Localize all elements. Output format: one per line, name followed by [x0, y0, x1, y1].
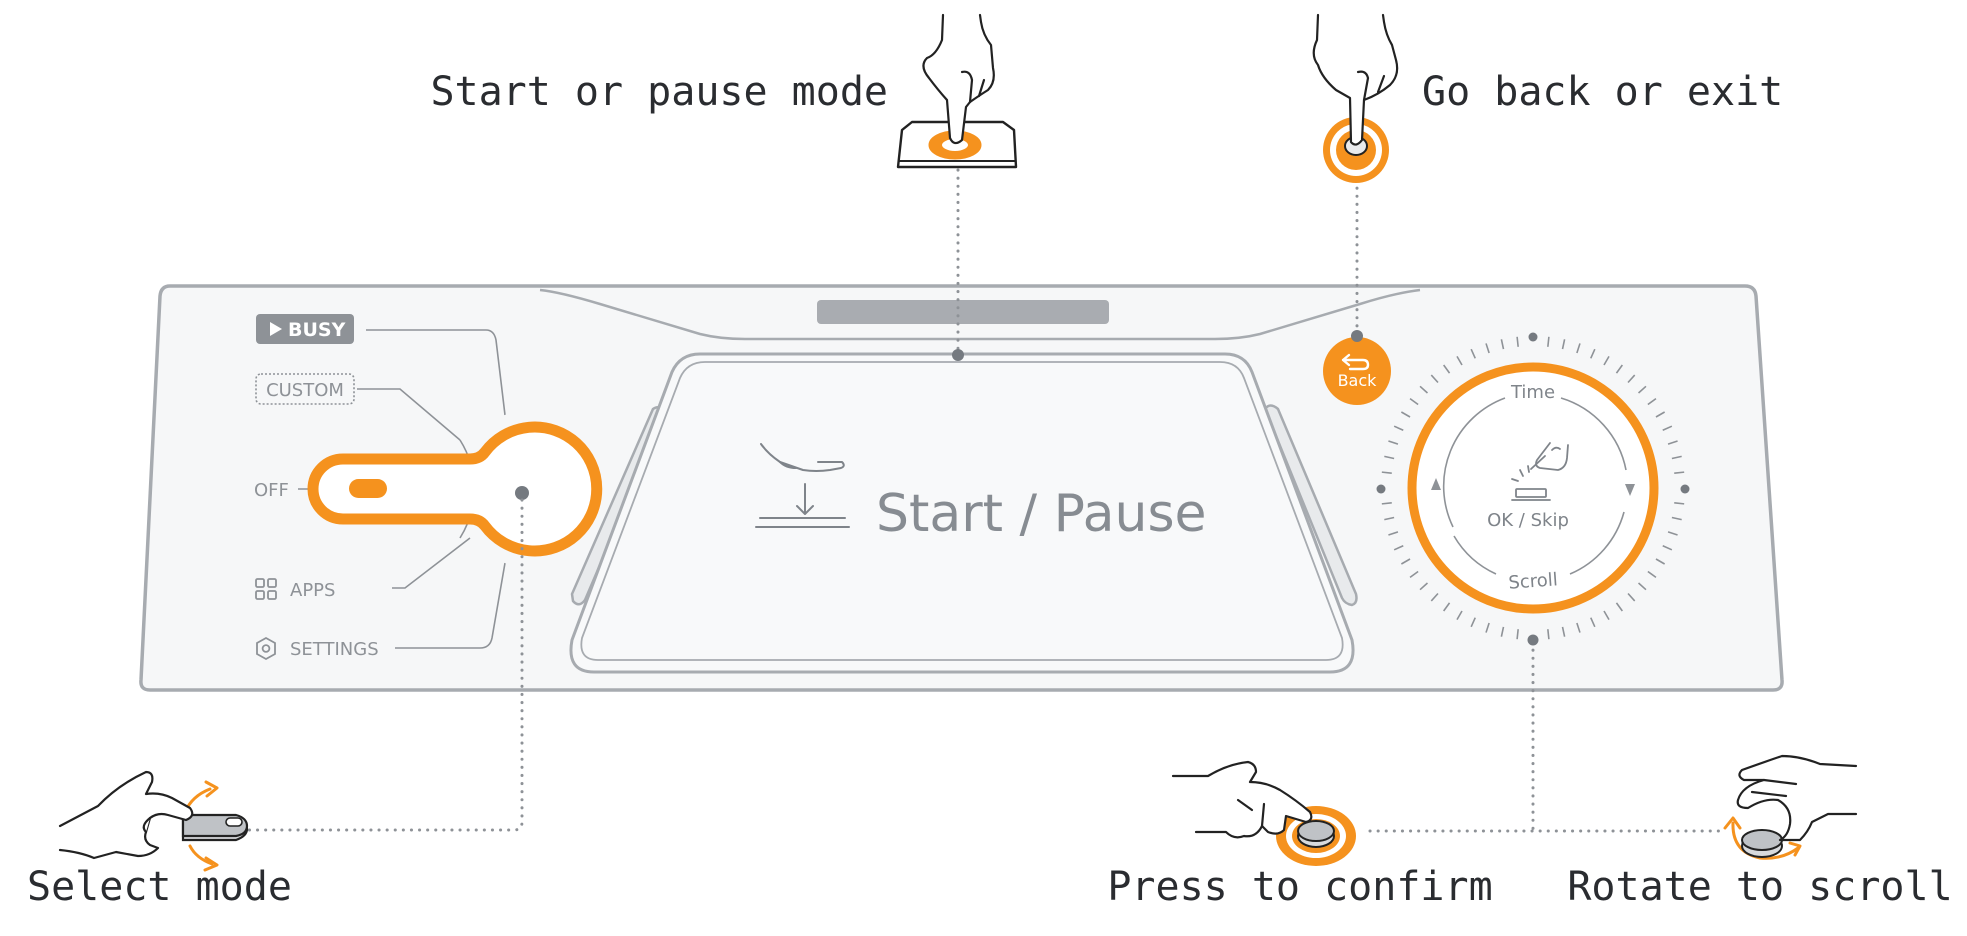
dial-tick [1671, 455, 1682, 460]
dial-tick [1388, 531, 1399, 536]
dial-tick [1590, 617, 1596, 628]
dial-tick [1500, 626, 1505, 637]
dial-time-label: Time [1510, 382, 1555, 403]
dial-tick [1561, 339, 1566, 350]
dial-tick [1674, 502, 1685, 505]
dial-tick [1637, 582, 1647, 591]
gear-icon [256, 636, 276, 661]
hand-tap-pad-icon [896, 13, 1018, 169]
dial-tick [1470, 617, 1476, 628]
custom-badge[interactable] [255, 373, 355, 405]
dial-tick [1443, 602, 1451, 612]
dial-tick [1485, 622, 1490, 633]
dial-tick [1655, 411, 1666, 418]
callout-back: Go back or exit [1312, 13, 1783, 183]
dial-tick [1393, 545, 1404, 551]
play-icon [270, 322, 282, 336]
dial-tick [1627, 592, 1636, 602]
dial-tick [1485, 343, 1490, 354]
start-pause-pad[interactable]: Start / Pause [569, 352, 1358, 674]
dial-tick [1430, 374, 1439, 384]
dial-scroll-label: Scroll [1508, 569, 1559, 593]
dial-tick [1384, 516, 1395, 521]
mode-settings-label: SETTINGS [290, 639, 379, 660]
dial-tick [1671, 516, 1682, 521]
dial-tick [1419, 385, 1429, 394]
callout-press-confirm: Press to confirm [1107, 760, 1493, 910]
dial-tick [1547, 629, 1550, 640]
dial-tick [1576, 622, 1581, 633]
dial-tick [1615, 602, 1623, 612]
finger-press-icon [1511, 442, 1569, 501]
dial-tick [1647, 398, 1657, 406]
back-button-label: Back [1338, 371, 1378, 390]
hand-press-dial-icon [1171, 760, 1356, 866]
dial-tick [1547, 336, 1550, 347]
dial-tick [1674, 471, 1685, 474]
dial-tick [1590, 348, 1596, 359]
dial-tick [1393, 425, 1404, 431]
dial-tick-ring [1381, 336, 1685, 640]
dial-tick [1400, 411, 1411, 418]
knob-indicator [349, 479, 387, 498]
hand-rotate-dial-icon [1723, 754, 1858, 860]
dial-tick [1456, 610, 1463, 621]
back-button[interactable]: Back [1323, 337, 1391, 405]
display-bar [817, 300, 1109, 324]
busy-badge[interactable] [256, 314, 354, 344]
dial-tick [1400, 558, 1411, 565]
start-pause-label: Start / Pause [876, 484, 1207, 544]
dial-tick [1667, 440, 1678, 445]
apps-grid-icon [255, 578, 277, 600]
dial-tick [1419, 582, 1429, 591]
callout-select-mode-text: Select mode [27, 864, 292, 910]
dial-tick [1627, 374, 1636, 384]
dial-tick [1561, 626, 1566, 637]
mode-busy-label: BUSY [288, 319, 346, 341]
dial-tick [1662, 545, 1673, 551]
mode-selector[interactable]: BUSY CUSTOM OFF APPS SETTINGS [254, 314, 603, 661]
dial-tick [1381, 502, 1392, 505]
dial-tick [1576, 343, 1581, 354]
dial-tick [1662, 425, 1673, 431]
mode-off-label: OFF [254, 480, 289, 501]
callout-rotate-scroll: Rotate to scroll [1567, 754, 1953, 910]
callout-press-confirm-text: Press to confirm [1107, 864, 1492, 910]
dial-tick [1470, 348, 1476, 359]
dial-tick [1381, 471, 1392, 474]
callout-start-pause: Start or pause mode [430, 13, 1018, 169]
dial-tick [1516, 629, 1519, 640]
dial-tick [1500, 339, 1505, 350]
dial-tick [1456, 355, 1463, 366]
dial-tick [1516, 336, 1519, 347]
dial-tick [1647, 570, 1657, 578]
dial-tick [1430, 592, 1439, 602]
dial-tick [1603, 355, 1610, 366]
dial-tick [1388, 440, 1399, 445]
dial-tick [1443, 364, 1451, 374]
callout-start-pause-text: Start or pause mode [430, 69, 888, 115]
dial-ok-skip-label: OK / Skip [1487, 510, 1569, 531]
mode-selector-knob[interactable] [307, 421, 603, 557]
dial-tick [1409, 398, 1419, 406]
hand-tap-button-icon [1312, 13, 1399, 183]
leader-lines [244, 168, 1727, 833]
callout-back-text: Go back or exit [1422, 69, 1783, 115]
dial-tick [1384, 455, 1395, 460]
dial-tick [1637, 385, 1647, 394]
back-arrow-icon [1341, 353, 1370, 371]
dial-tick [1409, 570, 1419, 578]
dial-tick [1603, 610, 1610, 621]
mode-custom-label: CUSTOM [266, 380, 344, 401]
mode-apps-label: APPS [290, 580, 335, 601]
dial-tick [1655, 558, 1666, 565]
dial-tick [1615, 364, 1623, 374]
scroll-dial[interactable]: Time Scroll OK / Skip [1376, 332, 1690, 640]
callout-select-mode: Select mode [27, 770, 292, 910]
callout-rotate-scroll-text: Rotate to scroll [1567, 864, 1952, 910]
hand-press-icon [755, 443, 850, 528]
dial-tick [1667, 531, 1678, 536]
hand-turn-knob-icon [58, 770, 249, 872]
